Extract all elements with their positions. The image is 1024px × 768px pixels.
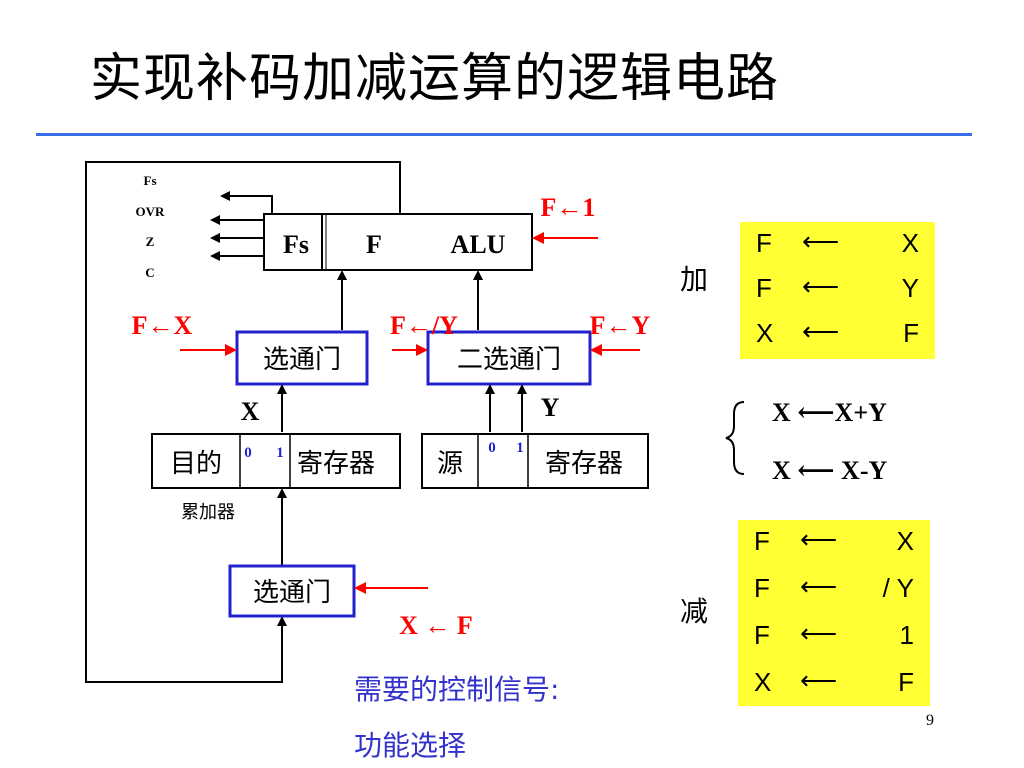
- accumulator-label: 累加器: [181, 502, 235, 523]
- add-row-src: Y: [901, 273, 919, 303]
- left-select-gate-label: 选通门: [263, 345, 341, 375]
- y-bus-label: Y: [541, 393, 560, 422]
- alu-box: [263, 213, 533, 271]
- dest-register-bit0: 0: [244, 445, 252, 461]
- left-select-gate: [235, 330, 369, 386]
- add-row-dst: F: [756, 273, 772, 303]
- arrow-icon: ⟵: [802, 316, 840, 346]
- feedback-wire: [85, 161, 401, 683]
- bottom-select-gate-label: 选通门: [253, 578, 331, 608]
- dest-register: [151, 433, 401, 489]
- control-f-x: F←X: [132, 311, 193, 340]
- control-f-one: F←1: [541, 193, 596, 222]
- add-row-dst: X: [756, 318, 774, 348]
- add-row: X ⟵ F: [740, 312, 935, 357]
- sub-row-src: 1: [899, 620, 914, 650]
- arrow-icon: ⟵: [800, 665, 838, 695]
- dest-register-bit1: 1: [276, 445, 284, 461]
- x-bus-label: X: [241, 397, 260, 426]
- sub-row-dst: F: [754, 573, 770, 603]
- sub-row: X ⟵ F: [738, 661, 930, 706]
- sub-row-dst: F: [754, 526, 770, 556]
- flag-label-c: C: [145, 265, 154, 280]
- src-register-suffix: 寄存器: [545, 449, 623, 479]
- sub-row-dst: X: [754, 667, 772, 697]
- page-number: 9: [926, 712, 934, 729]
- sub-row-src: F: [898, 667, 914, 697]
- op-sub: X ⟵ X-Y: [772, 456, 887, 485]
- op-add: X ⟵X+Y: [772, 398, 887, 427]
- arrow-icon: ⟵: [800, 618, 838, 648]
- arrow-icon: ⟵: [802, 271, 840, 301]
- add-row-src: X: [901, 228, 919, 258]
- src-register-bit0: 0: [488, 440, 496, 456]
- src-register: [421, 433, 649, 489]
- alu-f-label: F: [366, 230, 382, 259]
- sub-row-src: / Y: [882, 573, 914, 603]
- flag-label-z: Z: [146, 234, 155, 249]
- flag-fs-arrow: [220, 191, 273, 214]
- arrow-icon: ⟵: [800, 524, 838, 554]
- add-row: F ⟵ X: [740, 222, 935, 267]
- dest-register-label: 目的: [170, 449, 222, 479]
- bottom-select-gate: [228, 564, 356, 618]
- note-function-select: 功能选择: [354, 729, 467, 762]
- note-control-signals: 需要的控制信号:: [354, 673, 560, 706]
- title-divider: [36, 133, 972, 136]
- add-label: 加: [680, 263, 709, 296]
- ops-brace: [725, 401, 745, 475]
- sub-table: F ⟵ X F ⟵ / Y F ⟵ 1 X ⟵ F: [738, 520, 930, 706]
- src-register-label: 源: [437, 449, 463, 479]
- add-row-src: F: [903, 318, 919, 348]
- control-f-noty: F←/Y: [390, 311, 458, 340]
- right-select-gate-label: 二选通门: [457, 345, 561, 375]
- arrow-icon: ⟵: [800, 571, 838, 601]
- sub-row: F ⟵ / Y: [738, 567, 930, 614]
- add-row: F ⟵ Y: [740, 267, 935, 312]
- sub-row-src: X: [896, 526, 914, 556]
- src-register-bit1: 1: [516, 440, 524, 456]
- flag-label-ovr: OVR: [136, 204, 166, 219]
- sub-row: F ⟵ 1: [738, 614, 930, 661]
- add-table: F ⟵ X F ⟵ Y X ⟵ F: [740, 222, 935, 359]
- sub-label: 减: [680, 595, 709, 628]
- sub-row: F ⟵ X: [738, 520, 930, 567]
- alu-alu-label: ALU: [451, 230, 506, 259]
- arrow-icon: ⟵: [802, 226, 840, 256]
- right-select-gate: [426, 330, 592, 386]
- control-f-y: F←Y: [590, 311, 651, 340]
- flag-label-fs: Fs: [144, 173, 157, 188]
- dest-register-suffix: 寄存器: [297, 449, 375, 479]
- page-title: 实现补码加减运算的逻辑电路: [90, 49, 780, 109]
- control-x-f: X ← F: [399, 611, 473, 640]
- alu-fs-label: Fs: [283, 230, 309, 259]
- add-row-dst: F: [756, 228, 772, 258]
- sub-row-dst: F: [754, 620, 770, 650]
